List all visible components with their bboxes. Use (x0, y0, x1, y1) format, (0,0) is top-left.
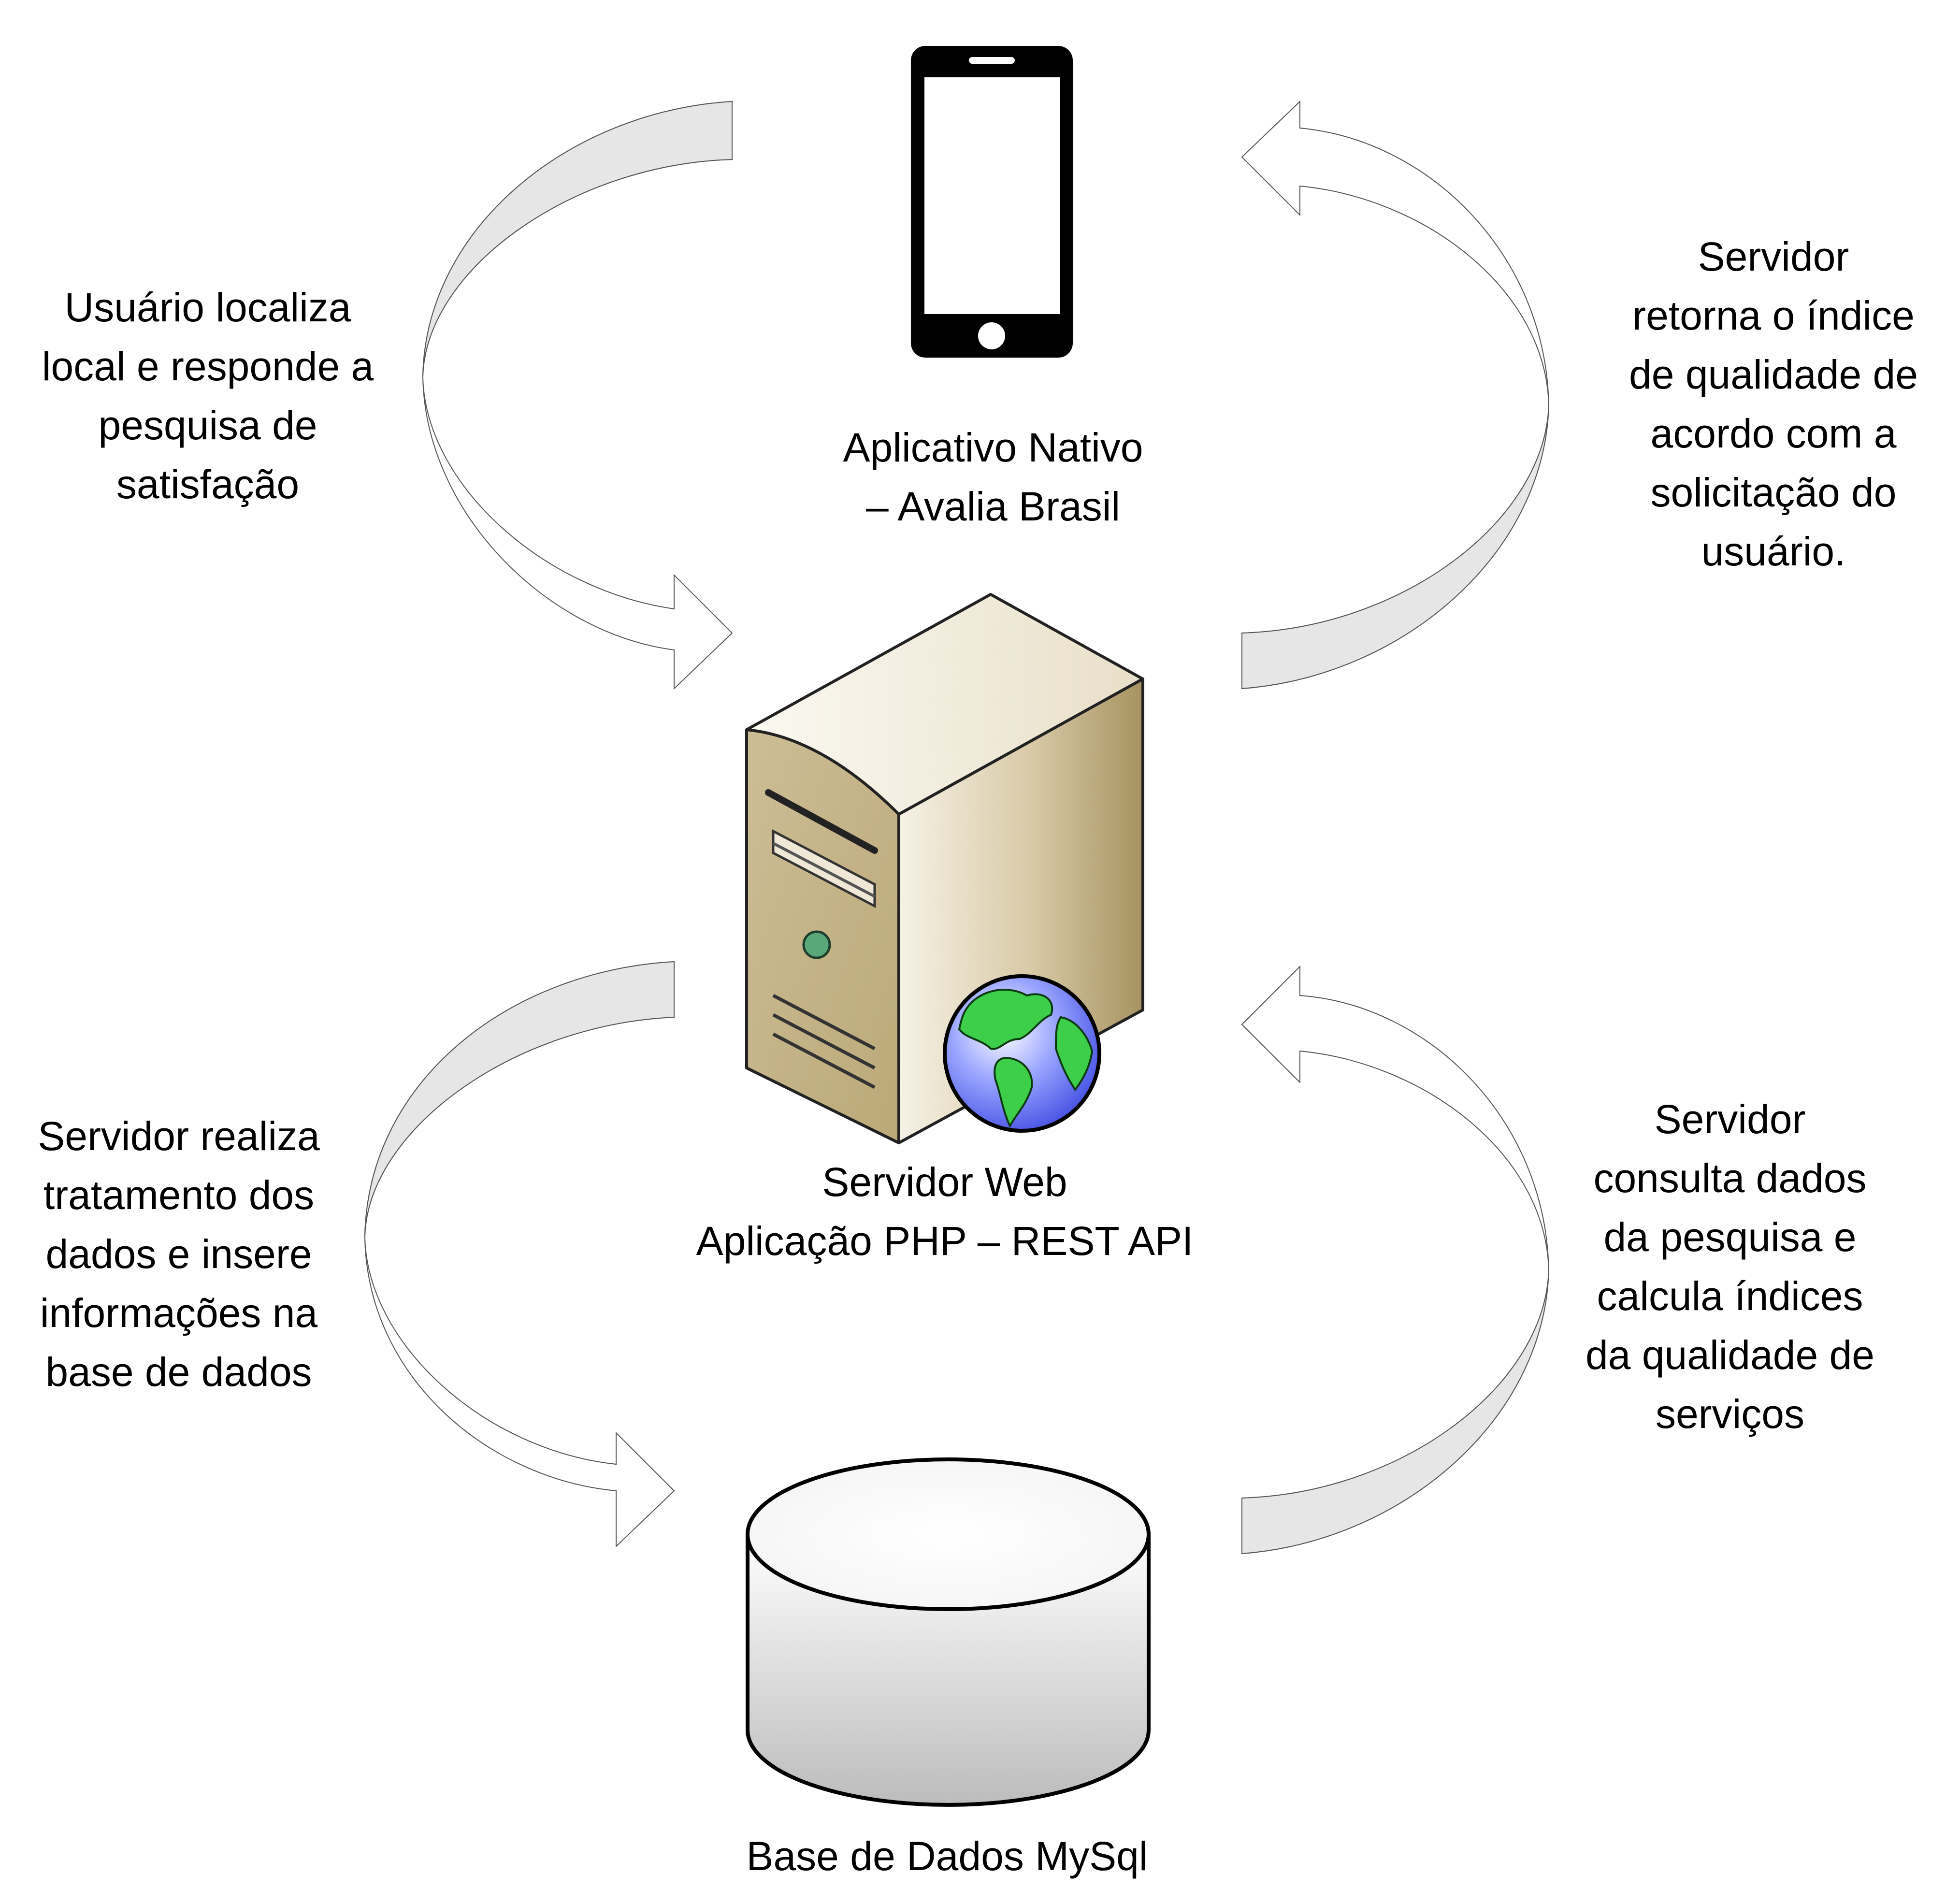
flow-bottom-right-line-4: calcula índices (1597, 1273, 1863, 1319)
database-label: Base de Dados MySql (720, 1827, 1174, 1886)
database-label-line-1: Base de Dados MySql (746, 1833, 1148, 1879)
mobile-app-label-line-2: – Avalia Brasil (865, 484, 1121, 529)
flow-top-right-line-3: de qualidade de (1629, 352, 1918, 397)
arrow-app-to-server (422, 101, 733, 690)
flow-top-right-line-4: acordo com a (1650, 411, 1897, 456)
flow-bottom-left-line-2: tratamento dos (43, 1172, 315, 1218)
flow-bottom-left-line-3: dados e insere (45, 1231, 312, 1277)
web-server-label: Servidor Web Aplicação PHP – REST API (667, 1153, 1223, 1270)
globe-icon (943, 974, 1101, 1133)
flow-top-right-line-1: Servidor (1698, 234, 1849, 279)
flow-top-right-line-5: solicitação do (1650, 470, 1897, 515)
smartphone-icon (911, 46, 1073, 358)
flow-top-left-line-3: pesquisa de (98, 403, 317, 448)
flow-top-right-text: Servidor retorna o índice de qualidade d… (1575, 227, 1960, 581)
web-server-label-line-2: Aplicação PHP – REST API (696, 1218, 1194, 1264)
web-server-label-line-1: Servidor Web (822, 1159, 1067, 1205)
flow-top-left-line-2: local e responde a (42, 344, 374, 389)
flow-bottom-right-line-6: serviços (1655, 1391, 1805, 1437)
mobile-app-label-line-1: Aplicativo Nativo (843, 425, 1143, 470)
flow-top-right-line-2: retorna o índice (1632, 293, 1915, 338)
flow-top-left-line-4: satisfação (116, 461, 300, 507)
database-icon (746, 1457, 1151, 1807)
flow-top-left-line-1: Usuário localiza (64, 285, 351, 330)
flow-bottom-right-text: Servidor consulta dados da pesquisa e ca… (1546, 1090, 1914, 1443)
flow-top-right-line-6: usuário. (1701, 529, 1846, 574)
flow-bottom-left-text: Servidor realiza tratamento dos dados e … (0, 1107, 358, 1401)
flow-bottom-right-line-2: consulta dados (1593, 1155, 1867, 1201)
flow-bottom-left-line-1: Servidor realiza (38, 1113, 320, 1159)
flow-bottom-right-line-1: Servidor (1654, 1096, 1806, 1142)
flow-bottom-right-line-3: da pesquisa e (1603, 1214, 1857, 1260)
arrow-database-to-server (1241, 965, 1550, 1555)
flow-bottom-left-line-5: base de dados (45, 1349, 312, 1395)
flow-top-left-text: Usuário localiza local e responde a pesq… (10, 278, 406, 514)
flow-bottom-right-line-5: da qualidade de (1585, 1332, 1874, 1378)
arrow-server-to-database (364, 961, 675, 1548)
mobile-app-label: Aplicativo Nativo – Avalia Brasil (793, 418, 1194, 536)
flow-bottom-left-line-4: informações na (40, 1290, 318, 1336)
arrow-server-to-app (1241, 100, 1550, 690)
